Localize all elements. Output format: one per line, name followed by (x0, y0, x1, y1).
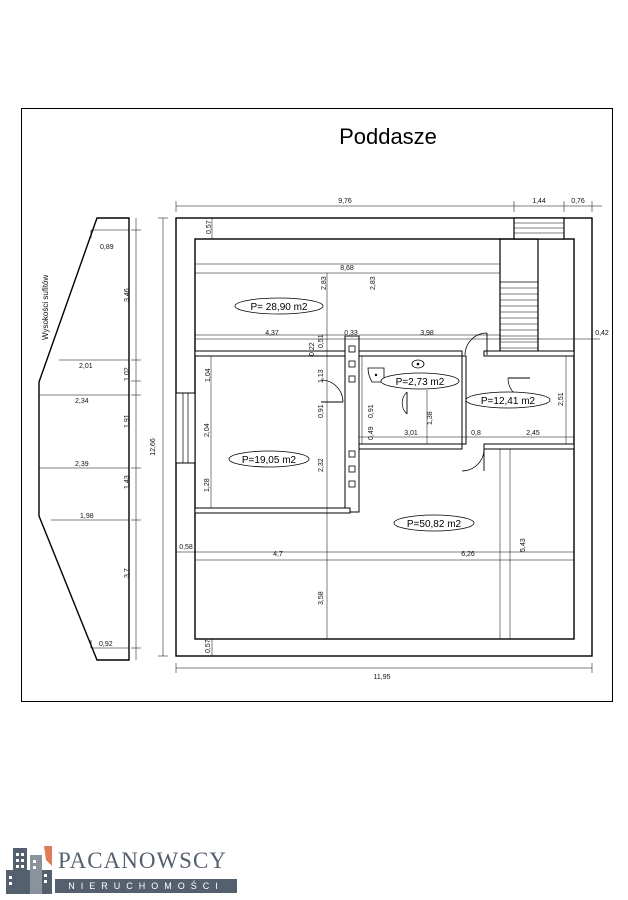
dimension-label: 12,66 (150, 438, 157, 456)
dimension-label: 2,04 (204, 423, 211, 437)
washbasin (411, 359, 425, 369)
dimension-label: 0,76 (571, 198, 585, 205)
dimension-label: 1,28 (204, 478, 211, 492)
dimension-lines (158, 201, 602, 673)
ceiling-dim: 1,43 (124, 475, 131, 489)
dimension-label: 0,51 (318, 334, 325, 348)
dimension-label: 2,83 (370, 276, 377, 290)
dimension-label: 0,8 (471, 430, 481, 437)
ceiling-height-section: Wysokości sufitów 0,89 3,46 2,01 1,02 2,… (38, 217, 141, 661)
dimension-label: 0,33 (344, 330, 358, 337)
dimension-label: 4,7 (273, 551, 283, 558)
ceiling-dim: 1,98 (80, 513, 94, 520)
dimension-label: 0,57 (205, 639, 212, 653)
ceiling-dim: 1,91 (124, 414, 131, 428)
dimension-label: 1,38 (427, 411, 434, 425)
wall (461, 355, 467, 445)
dimension-label: 0,58 (179, 544, 193, 551)
ceiling-dim: 3,7 (124, 568, 131, 578)
door-swing (464, 332, 488, 356)
inner-wall (194, 238, 575, 640)
dimension-label: 2,45 (526, 430, 540, 437)
dimension-label: 8,68 (340, 265, 354, 272)
door-swing (401, 391, 408, 415)
dimension-label: 2,51 (558, 392, 565, 406)
ceiling-heights-label: Wysokości sufitów (41, 275, 50, 341)
room-area-label: P=12,41 m2 (481, 396, 536, 407)
dimension-label: 0,42 (595, 330, 609, 337)
dimension-label: 4,37 (265, 330, 279, 337)
dimension-label: 1,13 (318, 369, 325, 383)
dimension-label: 1,04 (205, 368, 212, 382)
dimension-label: 6,26 (461, 551, 475, 558)
door-swing (461, 448, 485, 472)
dimension-label: 0,22 (309, 342, 316, 356)
ceiling-dim: 1,02 (124, 367, 131, 381)
dimension-label: 0,91 (318, 404, 325, 418)
ceiling-dim: 2,34 (75, 398, 89, 405)
dimension-label: 0,57 (206, 220, 213, 234)
ceiling-dim: 3,46 (124, 288, 131, 302)
wall (358, 350, 463, 357)
wall (483, 350, 575, 357)
dimension-label: 9,76 (338, 198, 352, 205)
ventilation-wall (344, 335, 360, 513)
room-area-label: P=50,82 m2 (407, 519, 462, 530)
dimension-label: 3,01 (404, 430, 418, 437)
dimension-label: 1,44 (532, 198, 546, 205)
ceiling-dim: 0,92 (99, 641, 113, 648)
door-swing (320, 379, 344, 403)
ceiling-dim: 2,39 (75, 461, 89, 468)
dimension-label: 0,49 (368, 426, 375, 440)
room-area-label: P= 28,90 m2 (251, 302, 308, 313)
wall (358, 443, 463, 450)
dimension-label: 2,83 (321, 276, 328, 290)
ceiling-dim: 0,89 (100, 244, 114, 251)
dimension-label: 0,91 (368, 404, 375, 418)
room-area-label: P=2,73 m2 (396, 377, 445, 388)
room-area-label: P=19,05 m2 (242, 455, 297, 466)
chimney (513, 217, 565, 240)
staircase (499, 238, 539, 356)
pacanowscy-logo-mark (6, 846, 52, 894)
wall (194, 507, 351, 514)
wall (483, 443, 575, 450)
company-subtitle: NIERUCHOMOŚCI (55, 879, 237, 893)
dimension-label: 3,98 (420, 330, 434, 337)
ceiling-dim: 2,01 (79, 363, 93, 370)
dimension-label: 11,95 (374, 674, 391, 681)
dimension-label: 5,43 (520, 538, 527, 552)
floor-plan (175, 217, 593, 657)
company-name: PACANOWSCY (58, 848, 227, 873)
dimension-label: 3,58 (318, 591, 325, 605)
dimension-label: 2,32 (318, 458, 325, 472)
drawing-frame (21, 108, 613, 702)
window (175, 392, 196, 464)
plan-title: Poddasze (339, 124, 437, 149)
